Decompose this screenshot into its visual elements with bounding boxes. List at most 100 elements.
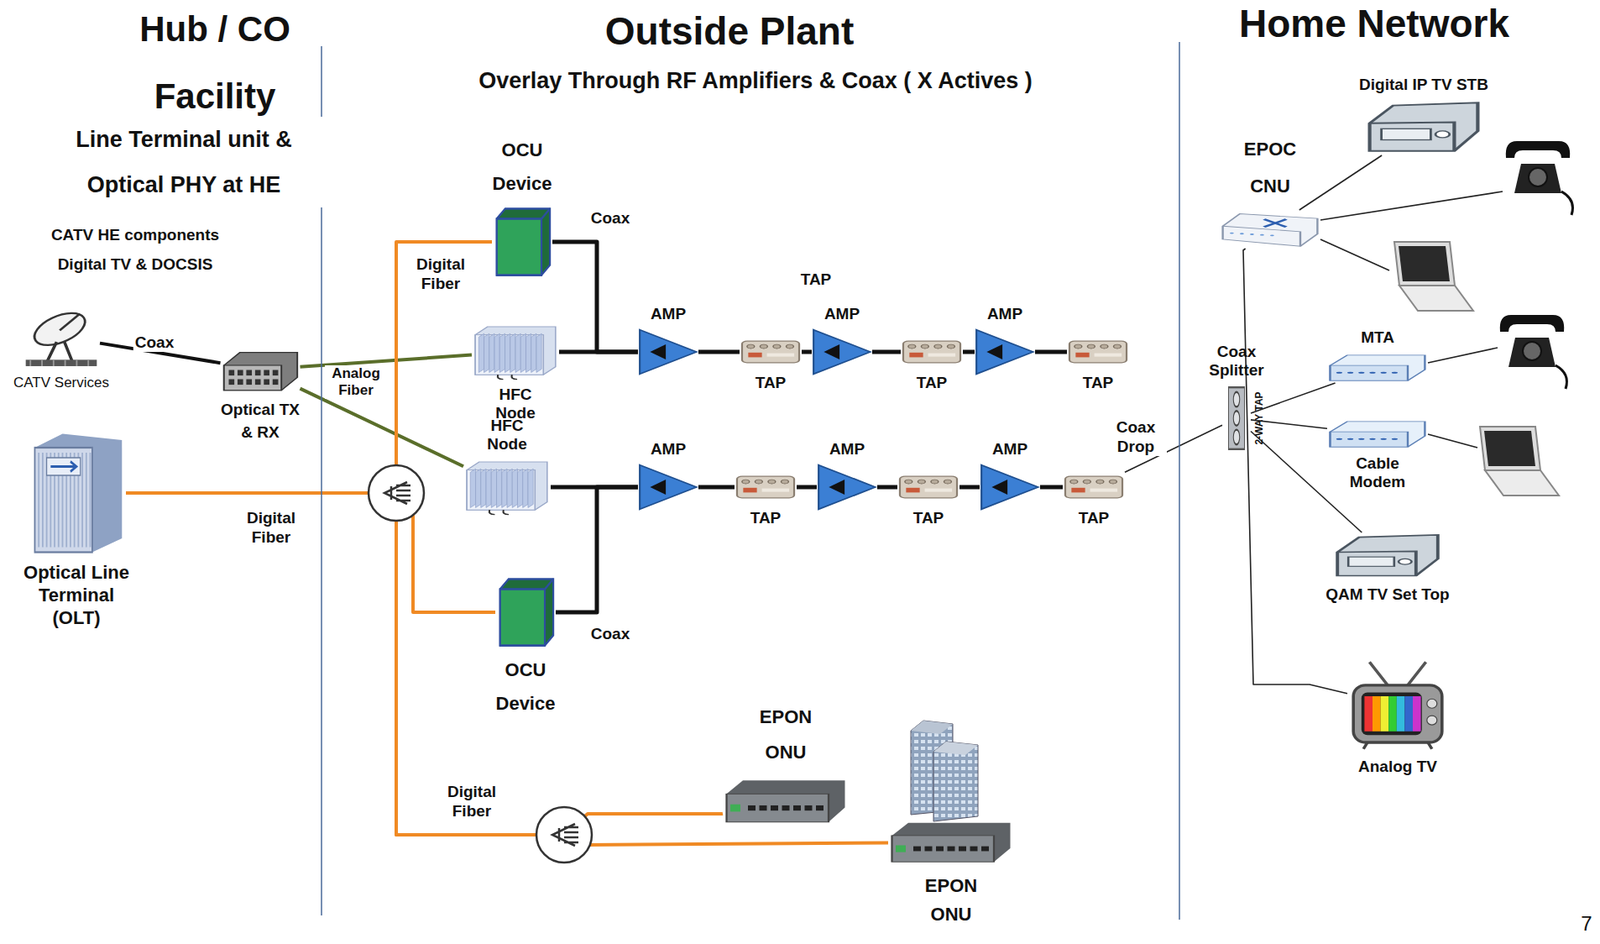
coax-cable	[872, 350, 901, 355]
device-label: Optical TX & RX	[220, 397, 301, 444]
device-label: CATV Services	[0, 373, 125, 392]
device-label: AMP	[643, 304, 694, 324]
coax-cable	[1040, 485, 1063, 490]
device-label: Coax Splitter	[1190, 342, 1283, 380]
txrx-device: Optical TX & RX	[220, 346, 301, 393]
green-cable	[300, 388, 465, 467]
amp-icon	[979, 463, 1041, 511]
tap-icon	[1066, 334, 1130, 369]
amp-device: AMP	[811, 328, 873, 376]
splitter-circle	[368, 465, 592, 863]
annotation: Coax	[133, 333, 176, 352]
stb-device: QAM TV Set Top	[1333, 532, 1443, 580]
section-heading: Line Terminal unit & Optical PHY at HE	[43, 116, 325, 208]
device-label: OCU Device	[479, 653, 572, 721]
section-heading: Overlay Through RF Amplifiers & Coax ( X…	[476, 67, 1035, 95]
section-heading: Home Network	[1237, 1, 1512, 46]
tap-icon	[734, 470, 797, 504]
coax-cable	[698, 485, 735, 490]
section-heading: CATV HE components Digital TV & DOCSIS	[32, 219, 238, 279]
device-label: AMP	[821, 439, 873, 459]
tv-device: Analog TV	[1347, 658, 1449, 752]
hfc-icon	[463, 458, 551, 516]
onu-icon	[722, 774, 849, 827]
hfc-icon	[471, 323, 560, 381]
cnu-icon	[1219, 209, 1321, 249]
olt-device: Optical Line Terminal (OLT)	[26, 429, 126, 556]
annotation: Digital Fiber	[405, 254, 476, 293]
annotation: TAP	[799, 270, 834, 289]
onu-device: EPON ONU	[888, 817, 1015, 867]
device-label: AMP	[816, 304, 868, 324]
device-label: TAP	[745, 373, 796, 393]
tv-icon	[1347, 658, 1449, 752]
orange-cable	[125, 241, 492, 493]
orange-cable	[125, 492, 723, 835]
mta-device: Cable Modem	[1327, 418, 1428, 450]
dish-icon	[22, 304, 100, 369]
amp-device: AMP	[637, 463, 699, 511]
stb-icon	[1333, 532, 1443, 580]
device-label: Digital IP TV STB	[1314, 74, 1533, 95]
amp-icon	[974, 328, 1036, 376]
coax-cable	[555, 486, 638, 612]
annotation: Coax	[589, 624, 632, 644]
ocu-device: OCU Device	[491, 205, 553, 278]
olt-icon	[26, 429, 126, 556]
annotation: Digital Fiber	[436, 781, 508, 821]
mta-icon	[1327, 352, 1428, 383]
amp-icon	[637, 463, 699, 511]
coax-cable	[552, 241, 638, 352]
txrx-icon	[220, 346, 301, 393]
onu-icon	[888, 817, 1015, 867]
section-heading: Hub / CO Facility	[112, 0, 318, 131]
device-label: TAP	[903, 508, 954, 528]
amp-device: AMP	[979, 463, 1041, 511]
device-label: TAP	[1072, 373, 1124, 393]
coax-cable	[801, 350, 812, 355]
device-label: AMP	[979, 304, 1031, 324]
tap-device: TAP	[900, 334, 963, 369]
device-label: MTA	[1327, 327, 1428, 348]
annotation: 7	[1579, 911, 1594, 936]
tap-device: TAP	[1062, 470, 1125, 504]
amp-icon	[637, 328, 699, 376]
mta-device: MTA	[1327, 352, 1428, 383]
tap-icon	[1062, 470, 1125, 504]
cnu-device: EPOC CNU	[1219, 209, 1321, 249]
orange-cable	[125, 492, 889, 845]
ocu-device: OCU Device	[495, 575, 556, 649]
device-label: Analog TV	[1330, 756, 1465, 777]
orange-cable	[125, 492, 496, 612]
amp-icon	[811, 328, 873, 376]
device-label: Optical Line Terminal (OLT)	[15, 560, 138, 629]
tap-device: TAP	[739, 334, 802, 369]
device-label: EPON ONU	[739, 699, 832, 770]
stb-device: Digital IP TV STB	[1364, 99, 1483, 156]
stb-icon	[1364, 99, 1483, 156]
annotation: Digital Fiber	[235, 507, 307, 547]
device-label: AMP	[643, 439, 694, 459]
coax-cable	[962, 350, 975, 355]
tap-device: TAP	[897, 470, 960, 504]
device-label: TAP	[1068, 508, 1119, 528]
coax-cable	[1035, 350, 1067, 355]
coax-cable	[877, 485, 898, 490]
device-label: TAP	[740, 508, 791, 528]
device-label: Cable Modem	[1335, 454, 1420, 492]
tap-device: TAP	[1066, 334, 1130, 369]
csplit-icon	[1222, 384, 1251, 452]
coax-cable	[559, 350, 638, 355]
dish-device: CATV Services	[22, 304, 100, 369]
coax-cable	[959, 485, 980, 490]
tap-icon	[900, 334, 963, 369]
ocu-icon	[495, 575, 556, 649]
csplit-device: Coax Splitter2-WAY TAP	[1222, 384, 1251, 452]
annotation: Coax	[589, 209, 632, 228]
annotation: Coax Drop	[1104, 417, 1167, 456]
device-label: HFC Node	[477, 416, 537, 454]
amp-device: AMP	[637, 328, 699, 376]
buildings	[910, 720, 978, 821]
ocu-icon	[491, 205, 553, 278]
device-label: QAM TV Set Top	[1303, 584, 1472, 605]
